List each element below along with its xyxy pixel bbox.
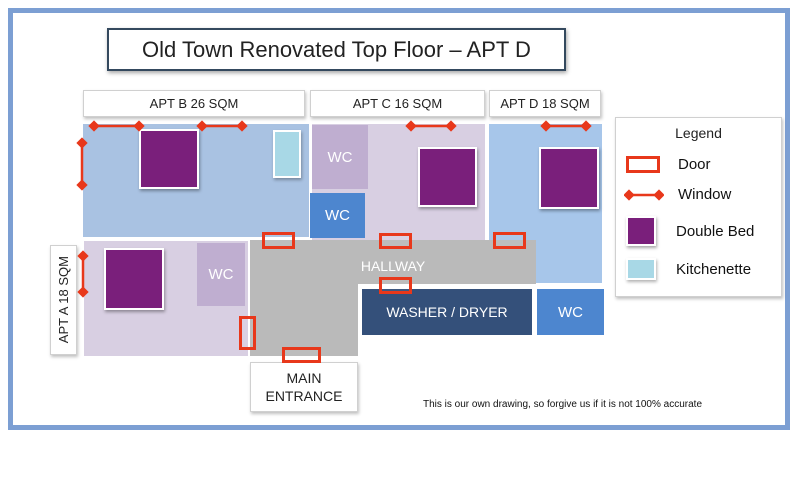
legend-door-label: Door	[678, 156, 711, 173]
window-apt-b-left	[76, 137, 88, 191]
window-apt-b-top-left	[88, 120, 145, 132]
apt-d-area-lower	[535, 238, 602, 283]
legend-door: Door	[626, 156, 711, 173]
apt-d-label: APT D 18 SQM	[489, 90, 601, 117]
door-apt-c	[379, 233, 412, 249]
apt-c-label: APT C 16 SQM	[310, 90, 485, 117]
window-apt-b-top-right	[196, 120, 248, 132]
apt-b-label: APT B 26 SQM	[83, 90, 305, 117]
door-washer-dryer	[379, 277, 412, 294]
window-apt-c-top	[405, 120, 457, 132]
apt-d-double-bed	[539, 147, 599, 209]
door-apt-b	[262, 232, 295, 249]
door-main-entrance	[282, 347, 321, 363]
apt-c-wc-purple: WC	[312, 125, 368, 189]
apt-c-double-bed	[418, 147, 477, 207]
disclaimer-note: This is our own drawing, so forgive us i…	[423, 399, 703, 410]
legend-kitchenette-label: Kitchenette	[676, 260, 752, 278]
apt-b-double-bed	[139, 129, 199, 189]
legend-window: Window	[624, 186, 731, 203]
legend-window-label: Window	[678, 186, 732, 203]
apt-a-label: APT A 18 SQM	[50, 245, 77, 355]
legend-door-swatch	[626, 156, 660, 173]
legend-kitchenette-swatch	[626, 258, 656, 280]
door-apt-d	[493, 232, 526, 249]
apt-a-double-bed	[104, 248, 164, 310]
apt-a-wc: WC	[197, 243, 245, 306]
main-entrance-line2: ENTRANCE	[265, 388, 343, 404]
main-entrance: MAIN ENTRANCE	[250, 362, 358, 412]
hallway-label: HALLWAY	[360, 258, 426, 274]
hallway-lower	[250, 282, 358, 356]
legend-kitchenette: Kitchenette	[626, 258, 751, 280]
legend-box: Legend Door Window Double Bed Kitchenett…	[615, 117, 782, 297]
window-apt-a-left	[77, 250, 89, 298]
legend-double-bed: Double Bed	[626, 216, 754, 246]
window-apt-d-top	[540, 120, 592, 132]
legend-window-swatch	[624, 188, 664, 201]
main-entrance-line1: MAIN	[286, 370, 322, 386]
legend-title: Legend	[675, 125, 722, 141]
apt-c-wc-blue: WC	[310, 193, 365, 238]
door-apt-a	[239, 316, 256, 350]
legend-double-bed-label: Double Bed	[676, 222, 755, 240]
legend-bed-swatch	[626, 216, 656, 246]
apt-d-wc: WC	[537, 289, 604, 335]
apt-b-kitchenette	[273, 130, 301, 178]
washer-dryer: WASHER / DRYER	[362, 289, 532, 335]
plan-title: Old Town Renovated Top Floor – APT D	[107, 28, 566, 71]
